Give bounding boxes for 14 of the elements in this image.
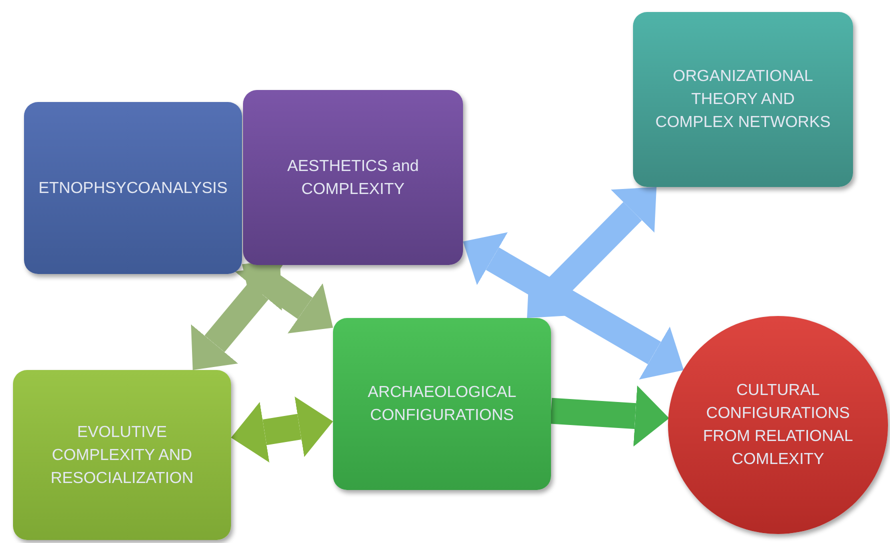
node-label: ORGANIZATIONAL THEORY AND COMPLEX NETWORKS [655, 67, 831, 133]
double-arrow [463, 232, 684, 380]
topic-box [243, 90, 463, 265]
node-label: CULTURAL CONFIGURATIONS FROM RELATIONAL COMLEXITY [702, 381, 854, 470]
node-label: ARCHAEOLOGICAL CONFIGURATIONS [366, 383, 518, 426]
arrow [550, 386, 670, 447]
double-arrow [527, 187, 656, 318]
node-label: ETNOPHSYCOANALYSIS [38, 178, 228, 198]
topic-box [13, 370, 231, 540]
topic-box [633, 12, 853, 187]
node-label: AESTHETICS and COMPLEXITY [286, 156, 420, 200]
node-label: EVOLUTIVE COMPLEXITY AND RESOCIALIZATION [50, 422, 194, 488]
topic-box [24, 102, 242, 274]
topic-box [333, 318, 551, 490]
